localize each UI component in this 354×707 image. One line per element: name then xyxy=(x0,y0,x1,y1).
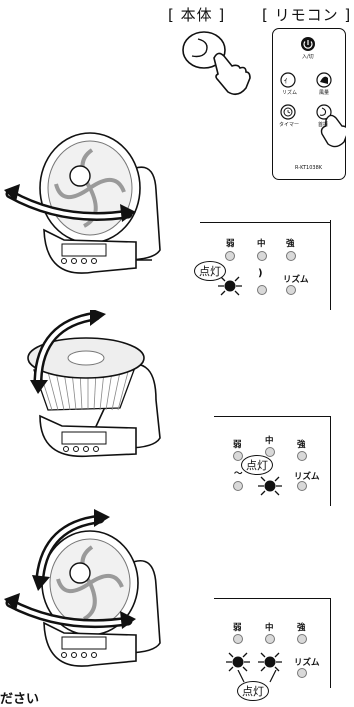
panel1-lit-callout: 点灯 xyxy=(194,261,226,281)
panel2-medium-led xyxy=(265,447,275,457)
control-display xyxy=(62,244,106,256)
panel2-lit-callout: 点灯 xyxy=(241,455,273,475)
panel3-lit-callout: 点灯 xyxy=(237,681,269,701)
remote-airflow-label: 風量 xyxy=(319,89,329,96)
panel2-strong-label: 強 xyxy=(297,438,306,450)
panel3-weak-label: 弱 xyxy=(233,621,242,633)
panel2-rhythm-led xyxy=(297,481,307,491)
rhythm-icon: ｲ xyxy=(284,77,288,85)
panel2-rhythm-label: リズム xyxy=(294,470,320,482)
panel3-weak-led xyxy=(233,634,243,644)
remote-power-label: 入/切 xyxy=(302,53,314,60)
fan-hub xyxy=(70,563,90,583)
remote-model-number: R-KT1038K xyxy=(295,165,322,171)
panel1-medium-label: 中 xyxy=(257,237,266,249)
remote-swing-label: 首振 xyxy=(318,121,328,128)
panel1-weak-label: 弱 xyxy=(226,237,235,249)
panel1-rhythm-led xyxy=(286,285,296,295)
main-unit-swing-button[interactable] xyxy=(180,26,254,104)
control-display xyxy=(62,432,106,444)
panel3-rhythm-label: リズム xyxy=(294,656,320,668)
pointing-hand-icon xyxy=(214,53,250,94)
fan-vertical-swing xyxy=(4,310,174,470)
panel1-weak-led xyxy=(225,251,235,261)
fan-3d-swing xyxy=(4,505,174,675)
panel2-weak-label: 弱 xyxy=(233,438,242,450)
panel2-medium-label: 中 xyxy=(265,434,274,446)
panel3-medium-led xyxy=(265,634,275,644)
fan-horizontal-swing xyxy=(4,110,174,280)
panel2-weak-led xyxy=(233,451,243,461)
panel1-medium-led xyxy=(257,251,267,261)
panel1-vertical-led xyxy=(257,285,267,295)
fan-hub xyxy=(70,166,90,186)
remote-rhythm-label: リズム xyxy=(282,89,297,96)
panel2-strong-led xyxy=(297,451,307,461)
panel3-strong-led xyxy=(297,634,307,644)
panel1-strong-label: 強 xyxy=(286,237,295,249)
panel1-rhythm-label: リズム xyxy=(283,273,309,285)
panel3-medium-label: 中 xyxy=(265,621,274,633)
panel2-horizontal-led xyxy=(233,481,243,491)
panel1-vertical-swing-icon: ) xyxy=(258,268,263,279)
remote-buttons: ｲ xyxy=(272,28,346,178)
panel1-strong-led xyxy=(286,251,296,261)
panel3-rhythm-led xyxy=(297,668,307,678)
panel3-strong-label: 強 xyxy=(297,621,306,633)
remote-timer-label: タイマー xyxy=(279,121,299,128)
main-unit-heading: [ 本体 ] xyxy=(168,4,225,25)
control-display xyxy=(62,637,106,649)
panel2-vertical-led-lit xyxy=(256,472,284,498)
remote-heading: [ リモコン ] xyxy=(262,4,351,25)
footer-partial-text: ださい xyxy=(0,688,39,707)
